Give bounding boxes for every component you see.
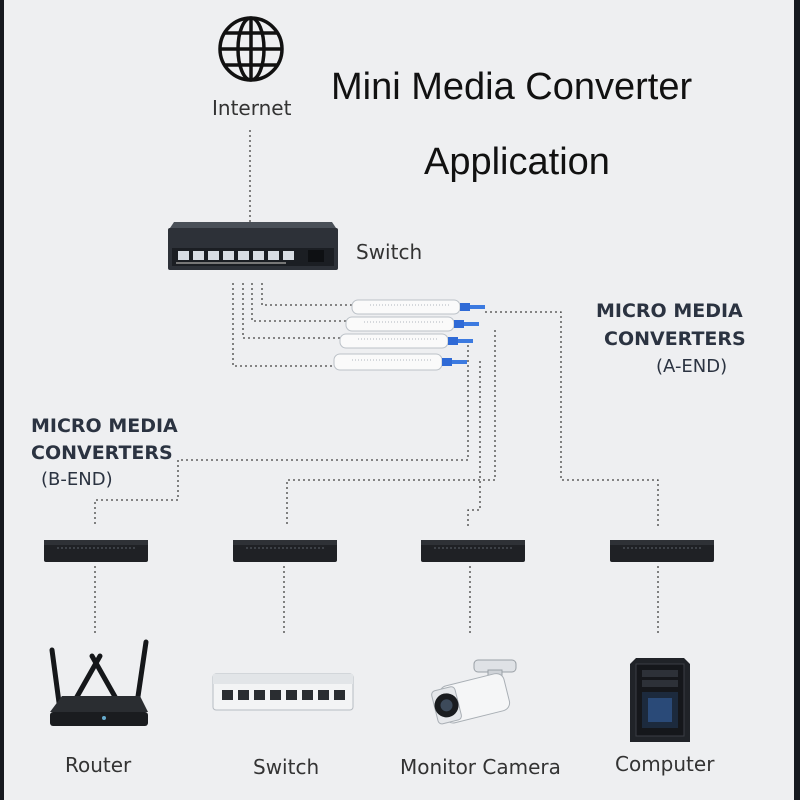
main-switch-label: Switch	[356, 240, 423, 264]
camera-icon	[431, 659, 517, 725]
b-end-heading-line-1: MICRO MEDIA	[31, 415, 178, 437]
router-icon	[49, 639, 149, 726]
internet-label: Internet	[212, 96, 292, 120]
a-end-sub: (A-END)	[656, 356, 728, 377]
b-end-heading-line-2: CONVERTERS	[31, 442, 173, 464]
title-line-1: Mini Media Converter	[331, 66, 693, 108]
b-end-converter-4	[610, 540, 714, 562]
globe-icon	[218, 16, 284, 82]
switch-icon	[168, 222, 338, 270]
b-end-converter-1	[44, 540, 148, 562]
switch-label: Switch	[253, 755, 320, 779]
right-border	[794, 0, 800, 800]
computer-icon	[630, 658, 690, 742]
title-line-2: Application	[424, 141, 610, 183]
monitor-camera-label: Monitor Camera	[400, 755, 561, 779]
router-label: Router	[65, 753, 132, 777]
small-switch-icon	[212, 673, 354, 711]
b-end-converter-3	[421, 540, 525, 562]
a-end-converters	[333, 299, 485, 371]
b-end-converter-2	[233, 540, 337, 562]
b-end-sub: (B-END)	[41, 469, 113, 490]
a-end-heading-line-2: CONVERTERS	[604, 328, 746, 350]
left-border	[0, 0, 4, 800]
computer-label: Computer	[615, 752, 715, 776]
a-end-heading-line-1: MICRO MEDIA	[596, 300, 743, 322]
